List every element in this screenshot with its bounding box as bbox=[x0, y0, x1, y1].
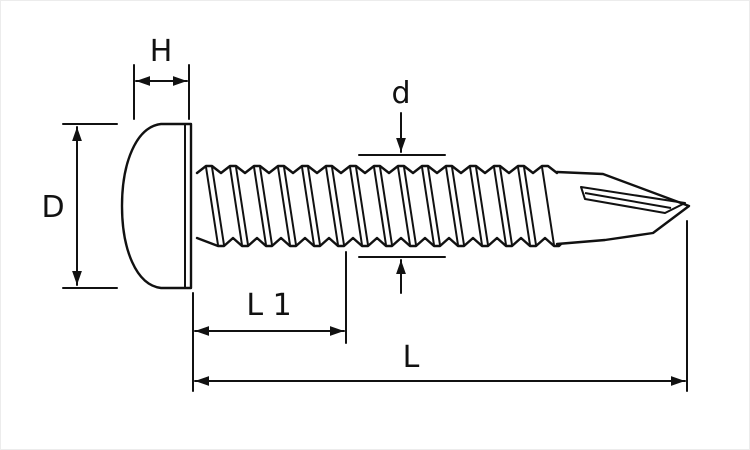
label-thread-diameter: d bbox=[391, 76, 410, 111]
drill-flute-centerline bbox=[584, 192, 672, 209]
dimension-head-height: H bbox=[133, 34, 190, 120]
thread-profile-path bbox=[195, 164, 559, 175]
label-thread-length: L 1 bbox=[246, 288, 291, 323]
label-head-height: H bbox=[150, 34, 173, 69]
drill-point bbox=[555, 170, 691, 246]
label-head-diameter: D bbox=[41, 190, 64, 225]
dimension-thread-diameter: d bbox=[358, 76, 446, 294]
dimension-head-diameter: D bbox=[41, 123, 118, 289]
screw-head bbox=[120, 122, 193, 290]
dimension-thread-length: L 1 bbox=[192, 251, 347, 392]
screw-thread bbox=[195, 164, 563, 248]
drill-flute bbox=[580, 186, 686, 214]
thread-profile-path bbox=[205, 166, 555, 246]
screw-body bbox=[120, 122, 691, 290]
label-total-length: L bbox=[403, 340, 420, 375]
dimension-total-length: L bbox=[194, 220, 688, 392]
thread-profile-path bbox=[195, 236, 563, 248]
